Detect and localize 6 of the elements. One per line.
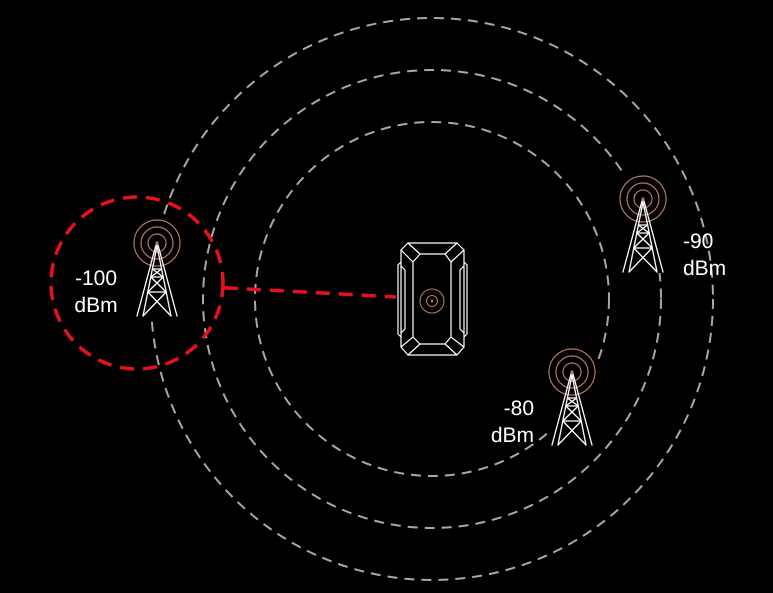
signal-strength-label: -80 dBm bbox=[490, 396, 534, 449]
connection-line bbox=[224, 286, 396, 299]
mobile-device bbox=[396, 240, 468, 358]
signal-strength-label: -100 dBm bbox=[73, 266, 119, 319]
highlight-circle bbox=[49, 195, 225, 371]
signal-strength-label: -90 dBm bbox=[683, 229, 728, 282]
